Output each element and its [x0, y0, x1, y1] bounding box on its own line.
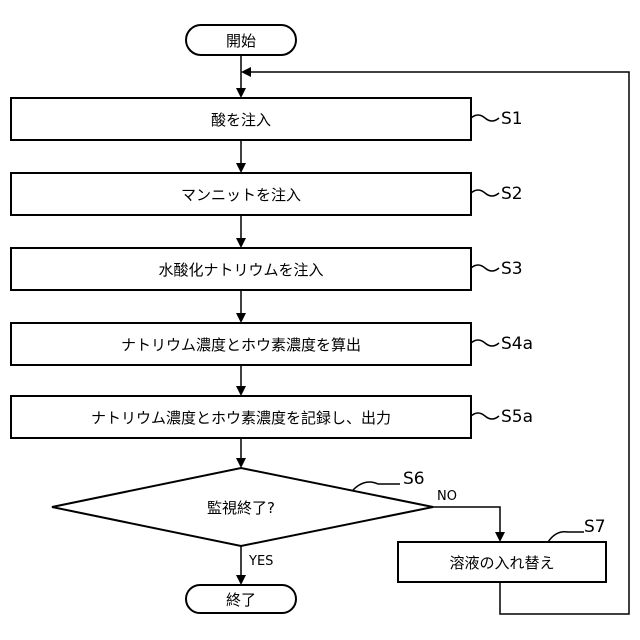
- decision-s6: 監視終了? S6: [52, 468, 433, 546]
- end-terminal: 終了: [186, 585, 296, 613]
- step-s7-label: S7: [584, 517, 606, 537]
- arrow-head: [236, 575, 246, 585]
- no-label: NO: [437, 489, 457, 504]
- decision-label: S6: [403, 469, 425, 489]
- arrow-head: [241, 67, 251, 77]
- arrow-head: [236, 313, 246, 323]
- step-s1: 酸を注入 S1: [11, 98, 523, 140]
- no-branch-line: [433, 507, 500, 532]
- decision-text: 監視終了?: [207, 499, 275, 517]
- step-s1-text: 酸を注入: [211, 111, 271, 129]
- step-s7: 溶液の入れ替え S7: [398, 517, 606, 582]
- step-s3-text: 水酸化ナトリウムを注入: [158, 261, 323, 279]
- decision-leader: [353, 482, 400, 490]
- step-s3-label: S3: [501, 259, 523, 279]
- step-s2-label: S2: [501, 184, 523, 204]
- step-s5a-text: ナトリウム濃度とホウ素濃度を記録し、出力: [91, 409, 391, 427]
- step-s5a: ナトリウム濃度とホウ素濃度を記録し、出力 S5a: [11, 396, 533, 438]
- end-text: 終了: [226, 591, 256, 609]
- step-s4a-text: ナトリウム濃度とホウ素濃度を算出: [121, 336, 361, 354]
- step-s1-label: S1: [501, 109, 523, 129]
- step-s3-leader: [471, 265, 499, 271]
- start-terminal: 開始: [186, 25, 296, 55]
- step-s4a: ナトリウム濃度とホウ素濃度を算出 S4a: [11, 323, 533, 365]
- arrow-head: [236, 163, 246, 173]
- arrow-head: [236, 238, 246, 248]
- step-s2-text: マンニットを注入: [181, 186, 301, 204]
- step-s2: マンニットを注入 S2: [11, 173, 523, 215]
- yes-label: YES: [248, 554, 273, 569]
- arrow-head: [236, 88, 246, 98]
- step-s7-leader: [548, 532, 584, 542]
- step-s1-leader: [471, 115, 499, 121]
- step-s2-leader: [471, 190, 499, 196]
- step-s7-text: 溶液の入れ替え: [449, 554, 554, 572]
- step-s4a-leader: [471, 340, 499, 346]
- step-s5a-label: S5a: [501, 407, 533, 427]
- step-s4a-label: S4a: [501, 334, 533, 354]
- step-s3: 水酸化ナトリウムを注入 S3: [11, 248, 523, 290]
- start-text: 開始: [226, 32, 256, 50]
- arrow-head: [236, 386, 246, 396]
- arrow-head: [495, 532, 505, 542]
- arrow-head: [236, 458, 246, 468]
- step-s5a-leader: [471, 413, 499, 419]
